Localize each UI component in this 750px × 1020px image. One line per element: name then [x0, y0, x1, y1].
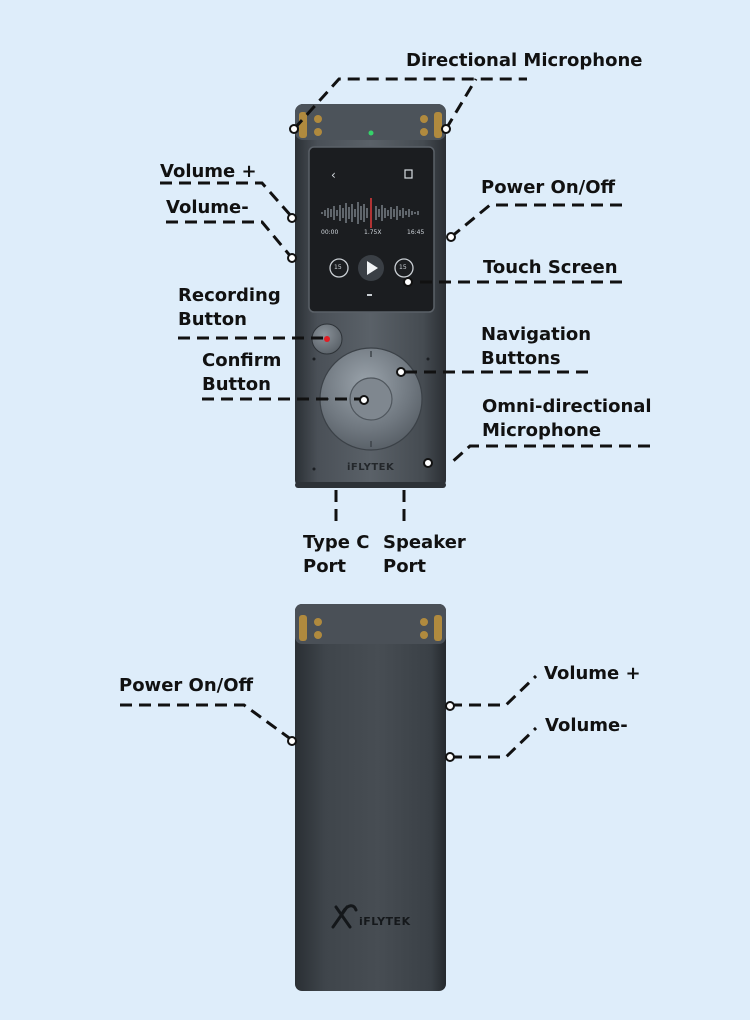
dot-power	[446, 232, 456, 242]
forward-label: 15	[399, 264, 407, 271]
screen-waveform	[321, 202, 419, 224]
front-dot-left	[312, 357, 316, 361]
label-volume-plus: Volume +	[160, 161, 257, 182]
front-device: ‹	[295, 104, 446, 488]
leader-power	[450, 203, 622, 239]
confirm-button[interactable]	[349, 377, 393, 421]
back-device-body	[295, 604, 446, 991]
front-left-mic-grille	[299, 112, 322, 138]
front-right-mic-grille	[420, 112, 442, 138]
record-dot	[324, 336, 330, 342]
leader-volume-minus	[166, 220, 294, 259]
dot-back-volume-minus	[445, 752, 455, 762]
forward-button[interactable]	[394, 258, 414, 278]
back-brand-logo-icon	[331, 904, 358, 929]
screen-time-start: 00:00	[321, 229, 339, 236]
screen-back-icon[interactable]: ‹	[331, 168, 336, 182]
leader-directional-mic-left	[292, 77, 527, 131]
screen-bookmark-icon[interactable]	[404, 169, 413, 179]
label-power: Power On/Off	[481, 177, 616, 198]
dot-directional-mic-left	[289, 124, 299, 134]
label-touch-screen: Touch Screen	[483, 257, 618, 278]
back-left-mic-grille	[299, 615, 322, 641]
front-bottom-edge	[295, 482, 446, 488]
play-icon	[367, 261, 378, 275]
front-top-cap	[295, 104, 446, 140]
leader-back-volume-minus	[450, 726, 538, 759]
front-dot-right	[426, 357, 430, 361]
status-led	[368, 130, 374, 136]
touch-screen[interactable]	[308, 146, 435, 313]
label-omni-microphone: Omni-directional Microphone	[482, 396, 652, 441]
label-back-power: Power On/Off	[119, 675, 254, 696]
label-volume-minus: Volume-	[166, 197, 249, 218]
rewind-button[interactable]	[329, 258, 349, 278]
label-recording-button: Recording Button	[178, 285, 281, 330]
leader-lines	[120, 77, 650, 759]
screen-time-end: 16:45	[407, 229, 425, 236]
dot-back-power	[287, 736, 297, 746]
back-top-cap	[295, 604, 446, 644]
dot-confirm	[359, 395, 369, 405]
label-directional-microphone: Directional Microphone	[406, 50, 643, 71]
label-confirm-button: Confirm Button	[202, 350, 282, 395]
leader-back-volume-plus	[450, 674, 538, 707]
label-type-c-port: Type C Port	[303, 532, 370, 577]
front-brand: iFLYTEK	[347, 462, 395, 473]
leader-omni-mic	[449, 444, 650, 465]
leader-directional-mic-right	[444, 78, 478, 130]
back-right-mic-grille	[420, 615, 442, 641]
label-back-volume-plus: Volume +	[544, 663, 641, 684]
screen-speed: 1.75X	[364, 229, 382, 236]
front-dot-bottom-left	[312, 467, 316, 471]
leader-volume-plus	[160, 181, 294, 218]
dot-navigation	[396, 367, 406, 377]
leader-back-power	[120, 703, 293, 742]
label-navigation-buttons: Navigation Buttons	[481, 324, 592, 369]
label-back-volume-minus: Volume-	[545, 715, 628, 736]
rewind-label: 15	[334, 264, 342, 271]
back-brand: iFLYTEK	[359, 915, 411, 928]
dot-touch-screen	[403, 277, 413, 287]
dot-directional-mic-right	[441, 124, 451, 134]
dot-omni-mic	[423, 458, 433, 468]
dot-volume-plus	[287, 213, 297, 223]
dot-volume-minus	[287, 253, 297, 263]
dot-back-volume-plus	[445, 701, 455, 711]
callout-dots	[287, 124, 456, 762]
back-device	[295, 604, 446, 991]
label-speaker-port: Speaker Port	[383, 532, 466, 577]
